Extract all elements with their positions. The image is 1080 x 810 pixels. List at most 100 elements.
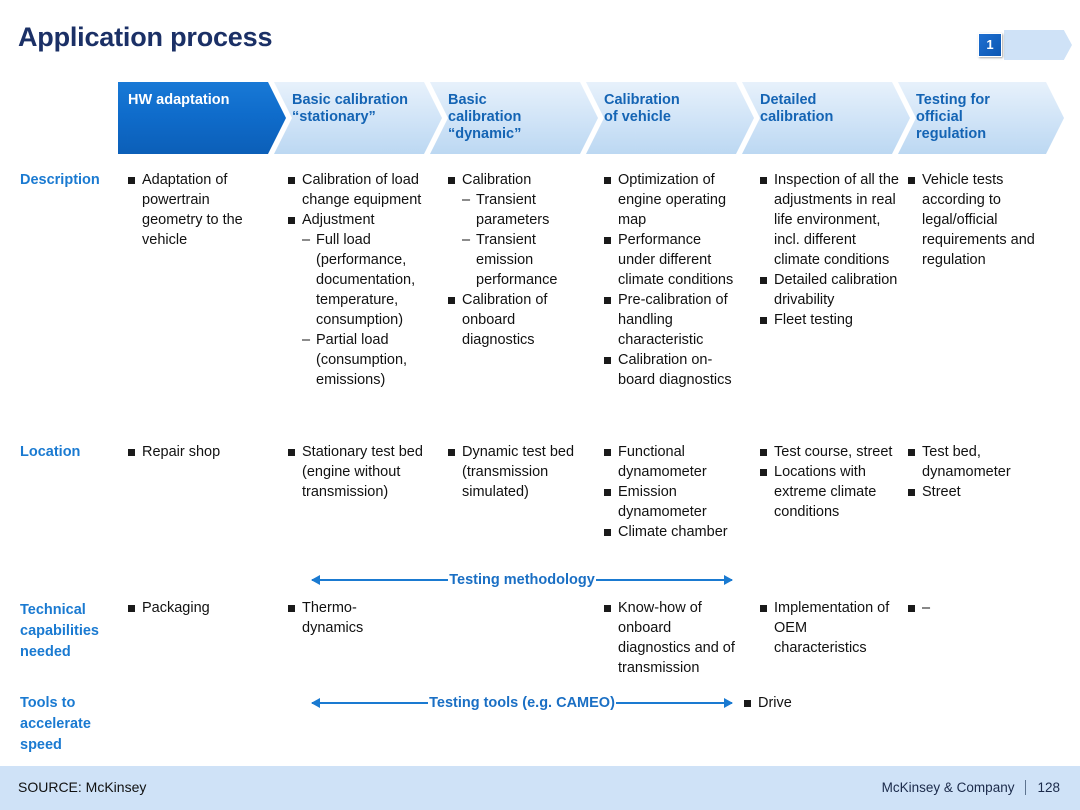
bullet-item: Know-how of onboard diagnostics and of t… bbox=[604, 598, 744, 678]
arrow-head-right-icon bbox=[595, 575, 734, 585]
bullet-item: Adaptation of powertrain geometry to the… bbox=[128, 170, 246, 250]
bullet-list: Inspection of all the adjustments in rea… bbox=[760, 170, 900, 330]
arrow-label: Testing methodology bbox=[449, 572, 595, 588]
bullet-list: Stationary test bed (engine without tran… bbox=[288, 442, 428, 502]
sub-bullet-item: Transient emission performance bbox=[462, 230, 583, 290]
cell-technical-testing-official: – bbox=[908, 598, 1058, 618]
footer-divider bbox=[1025, 780, 1027, 795]
cell-technical-detailed-calibration: Implementation of OEM characteristics bbox=[760, 598, 900, 658]
bullet-item: Calibration of load change equipment bbox=[288, 170, 428, 210]
bullet-item: Thermo-dynamics bbox=[288, 598, 418, 638]
footer-right-group: McKinsey & Company 128 bbox=[882, 780, 1060, 795]
bullet-item: Emission dynamometer bbox=[604, 482, 739, 522]
row-label-location: Location bbox=[20, 444, 81, 460]
cell-technical-calibration-vehicle: Know-how of onboard diagnostics and of t… bbox=[604, 598, 744, 678]
sub-bullet-list: Full load (performance, documentation, t… bbox=[302, 230, 428, 390]
bullet-item: – bbox=[908, 598, 1058, 618]
bullet-item: Calibration of onboard diagnostics bbox=[448, 290, 583, 350]
row-label-description: Description bbox=[20, 172, 100, 188]
bullet-item: Performance under different climate cond… bbox=[604, 230, 739, 290]
footer-source: SOURCE: McKinsey bbox=[18, 779, 147, 795]
footer-company: McKinsey & Company bbox=[881, 780, 1015, 795]
cell-location-hw-adaptation: Repair shop bbox=[128, 442, 268, 462]
bullet-list: Implementation of OEM characteristics bbox=[760, 598, 900, 658]
arrow-band-testing-tools: Testing tools (e.g. CAMEO) bbox=[310, 693, 734, 713]
bullet-list: Packaging bbox=[128, 598, 268, 618]
bullet-item: Functional dynamometer bbox=[604, 442, 739, 482]
bullet-list: Know-how of onboard diagnostics and of t… bbox=[604, 598, 744, 678]
cell-technical-hw-adaptation: Packaging bbox=[128, 598, 268, 618]
bullet-item: Inspection of all the adjustments in rea… bbox=[760, 170, 900, 270]
arrow-head-left-icon bbox=[310, 575, 449, 585]
cell-description-basic-dynamic: CalibrationTransient parametersTransient… bbox=[448, 170, 583, 350]
cell-description-testing-official: Vehicle tests according to legal/officia… bbox=[908, 170, 1058, 270]
bullet-item: Calibration on-board diagnostics bbox=[604, 350, 739, 390]
sub-bullet-list: Transient parametersTransient emission p… bbox=[462, 190, 583, 290]
cell-tools-detailed-calibration: Drive bbox=[744, 693, 894, 713]
bullet-item: Test bed, dynamometer bbox=[908, 442, 1058, 482]
arrow-head-right-icon bbox=[615, 698, 734, 708]
cell-technical-basic-stationary: Thermo-dynamics bbox=[288, 598, 418, 638]
sub-bullet-item: Partial load (consumption, emissions) bbox=[302, 330, 428, 390]
bullet-item: AdjustmentFull load (performance, docume… bbox=[288, 210, 428, 390]
bullet-item: Drive bbox=[744, 693, 894, 713]
footer-page-number: 128 bbox=[1037, 780, 1060, 795]
sub-bullet-item: Transient parameters bbox=[462, 190, 583, 230]
bullet-list: CalibrationTransient parametersTransient… bbox=[448, 170, 583, 350]
bullet-item: Locations with extreme climate condition… bbox=[760, 462, 900, 522]
bullet-item: Detailed calibration drivability bbox=[760, 270, 900, 310]
bullet-item: Vehicle tests according to legal/officia… bbox=[908, 170, 1058, 270]
bullet-item: CalibrationTransient parametersTransient… bbox=[448, 170, 583, 290]
bullet-list: Thermo-dynamics bbox=[288, 598, 418, 638]
cell-location-basic-stationary: Stationary test bed (engine without tran… bbox=[288, 442, 428, 502]
phase-chevron-basic-calibration-stationary[interactable]: Basic calibration“stationary” bbox=[274, 82, 442, 154]
bullet-item: Repair shop bbox=[128, 442, 268, 462]
sub-bullet-item: Full load (performance, documentation, t… bbox=[302, 230, 428, 330]
phase-label: Basic calibration“stationary” bbox=[292, 92, 409, 125]
bullet-item: Pre-calibration of handling characterist… bbox=[604, 290, 739, 350]
bullet-list: – bbox=[908, 598, 1058, 618]
bullet-list: Repair shop bbox=[128, 442, 268, 462]
bullet-item: Test course, street bbox=[760, 442, 900, 462]
arrow-band-testing-methodology: Testing methodology bbox=[310, 570, 734, 590]
footer-band: SOURCE: McKinsey McKinsey & Company 128 bbox=[0, 766, 1080, 810]
phase-chevron-hw-adaptation[interactable]: HW adaptation bbox=[118, 82, 286, 154]
phase-label: HW adaptation bbox=[128, 92, 230, 108]
bullet-item: Dynamic test bed (transmission simulated… bbox=[448, 442, 583, 502]
cell-description-detailed-calibration: Inspection of all the adjustments in rea… bbox=[760, 170, 900, 330]
bullet-item: Stationary test bed (engine without tran… bbox=[288, 442, 428, 502]
bullet-list: Drive bbox=[744, 693, 894, 713]
bullet-item: Optimization of engine operating map bbox=[604, 170, 739, 230]
bullet-item: Climate chamber bbox=[604, 522, 739, 542]
page-badge-number: 1 bbox=[978, 33, 1002, 57]
cell-description-hw-adaptation: Adaptation of powertrain geometry to the… bbox=[128, 170, 246, 250]
bullet-list: Adaptation of powertrain geometry to the… bbox=[128, 170, 246, 250]
bullet-item: Packaging bbox=[128, 598, 268, 618]
arrow-head-left-icon bbox=[310, 698, 429, 708]
bullet-list: Dynamic test bed (transmission simulated… bbox=[448, 442, 583, 502]
bullet-item: Street bbox=[908, 482, 1058, 502]
arrow-label: Testing tools (e.g. CAMEO) bbox=[429, 695, 615, 711]
page-badge-shape bbox=[1004, 30, 1072, 60]
bullet-item: Implementation of OEM characteristics bbox=[760, 598, 900, 658]
phase-chevron-row: HW adaptation Basic calibration“stationa… bbox=[118, 82, 1064, 154]
